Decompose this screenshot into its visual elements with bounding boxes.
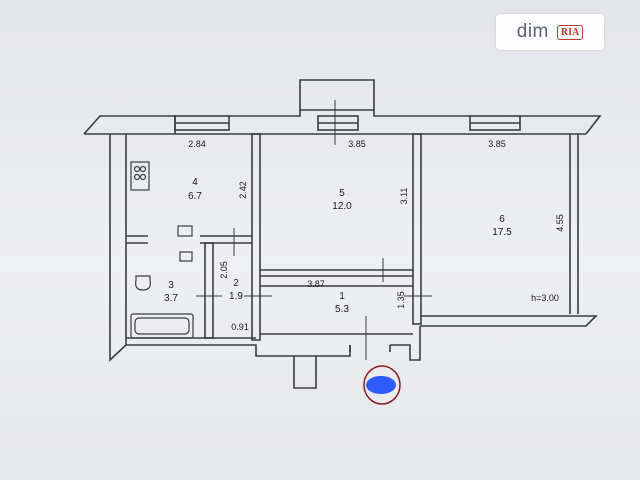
room-4-number: 4 bbox=[192, 177, 198, 188]
dim-top-right: 3.85 bbox=[488, 139, 506, 149]
watermark-brand: dim bbox=[516, 21, 549, 42]
dim-top-middle: 3.85 bbox=[348, 139, 366, 149]
room-1-number: 1 bbox=[339, 291, 345, 302]
dim-room2-width: 0.91 bbox=[231, 322, 249, 332]
ceiling-height: h=3.00 bbox=[531, 293, 559, 303]
room-labels: 4 6.7 5 12.0 6 17.5 3 3.7 2 1.9 1 5.3 bbox=[164, 177, 512, 315]
fixtures bbox=[130, 161, 194, 339]
blurred-area bbox=[366, 376, 396, 394]
dimension-labels: 2.84 3.85 3.85 3.87 0.91 2.42 3.11 4.55 … bbox=[188, 139, 565, 332]
dim-corridor-width: 3.87 bbox=[307, 279, 325, 289]
toilet-icon bbox=[135, 275, 151, 291]
room-2-area: 1.9 bbox=[229, 291, 243, 302]
blur-marker-ring bbox=[363, 365, 401, 405]
room-1-area: 5.3 bbox=[335, 304, 349, 315]
dim-room6-height: 4.55 bbox=[555, 214, 565, 232]
walls bbox=[83, 79, 602, 389]
dim-room5-height: 3.11 bbox=[399, 188, 409, 205]
room-6-number: 6 bbox=[499, 214, 505, 225]
room-2-number: 2 bbox=[233, 278, 239, 289]
watermark-logo: RIA bbox=[556, 24, 584, 40]
room-5-number: 5 bbox=[339, 188, 345, 199]
dim-corridor-height: 1.35 bbox=[396, 291, 406, 309]
bathtub-icon bbox=[130, 313, 194, 339]
room-3-number: 3 bbox=[168, 280, 174, 291]
dim-top-left: 2.84 bbox=[188, 139, 206, 149]
stove-icon bbox=[130, 161, 150, 191]
room-5-area: 12.0 bbox=[332, 201, 352, 212]
dim-room2-height: 2.05 bbox=[219, 261, 229, 279]
kitchen-sink-icon bbox=[177, 225, 193, 237]
room-3-area: 3.7 bbox=[164, 293, 178, 304]
washbasin-icon bbox=[179, 251, 193, 262]
dim-room4-height: 2.42 bbox=[238, 181, 248, 199]
room-4-area: 6.7 bbox=[188, 191, 202, 202]
room-6-area: 17.5 bbox=[492, 227, 512, 238]
dimria-watermark: dim RIA bbox=[496, 14, 604, 50]
